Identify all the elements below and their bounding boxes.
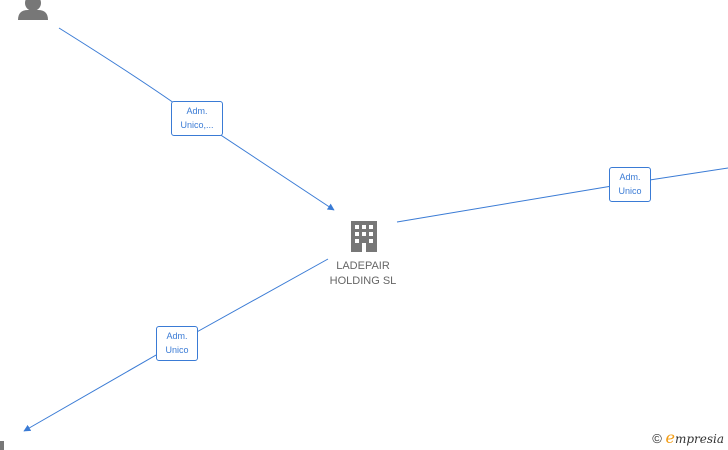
company-node-label[interactable]: LADEPAIR HOLDING SL bbox=[318, 259, 408, 289]
edge-label-role: Adm. bbox=[619, 172, 641, 182]
edge-label-detail: Unico,... bbox=[180, 120, 214, 130]
copyright-symbol: © bbox=[652, 431, 662, 446]
edge-label-detail: Unico bbox=[618, 186, 642, 196]
building-icon[interactable] bbox=[351, 221, 377, 252]
edge-label-role: Adm. bbox=[166, 331, 188, 341]
edge-label-bottom-left[interactable]: Adm. Unico bbox=[156, 326, 198, 361]
edge-label-role: Adm. bbox=[186, 106, 208, 116]
edge-label-detail: Unico bbox=[165, 345, 189, 355]
company-name-line2: HOLDING SL bbox=[329, 275, 397, 287]
empresia-watermark: © empresia bbox=[652, 428, 724, 447]
edge-center-to-right bbox=[396, 167, 728, 223]
edge-label-top-left[interactable]: Adm. Unico,... bbox=[171, 101, 223, 136]
brand-initial: e bbox=[665, 428, 675, 447]
person-icon[interactable] bbox=[18, 0, 48, 20]
edge-label-right[interactable]: Adm. Unico bbox=[609, 167, 651, 202]
brand-name: mpresia bbox=[674, 432, 724, 446]
person-icon[interactable] bbox=[0, 441, 4, 450]
company-name-line1: LADEPAIR bbox=[336, 260, 390, 272]
